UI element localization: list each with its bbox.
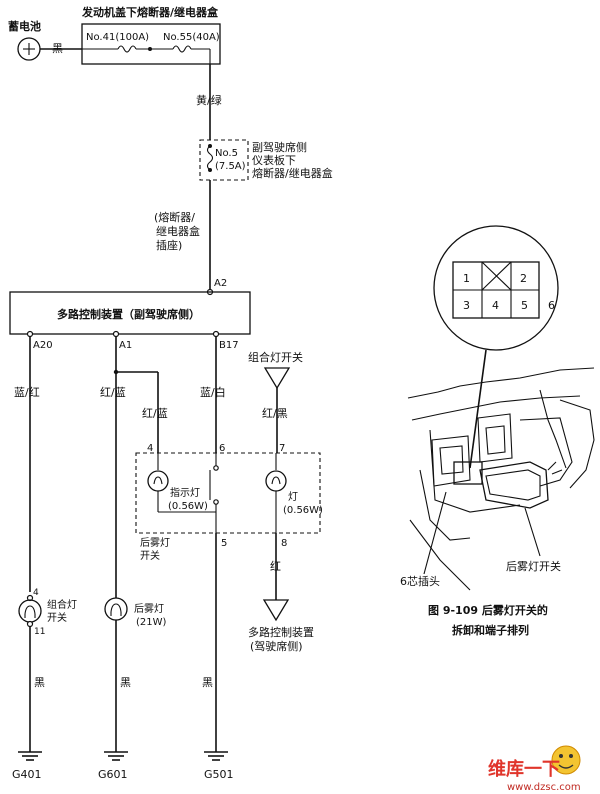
pin-a1: A1 — [119, 340, 132, 351]
pin-3: 3 — [463, 299, 470, 312]
dashboard-illustration — [407, 367, 595, 591]
fuse55-symbol — [172, 45, 192, 53]
rear-fog-switch-l2: 开关 — [140, 549, 160, 562]
combo-pin4: 4 — [33, 588, 39, 598]
wire-red-blue-2: 红/蓝 — [142, 407, 168, 420]
combo-switch-lamp-symbol — [18, 599, 42, 623]
fuse5-no: No.5 — [215, 148, 238, 159]
rear-fog-switch-box — [135, 452, 321, 534]
pin-1: 1 — [463, 272, 470, 285]
engine-fuse-box — [81, 23, 221, 65]
ground-g501 — [204, 751, 228, 761]
term8: 8 — [281, 538, 287, 549]
wire-black-2: 黑 — [120, 676, 131, 689]
connector-detail-circle — [433, 225, 559, 351]
combo-pin11: 11 — [34, 627, 45, 637]
indicator-l1: 指示灯 — [170, 486, 200, 499]
rear-fog-lamp-l1: 后雾灯 — [134, 603, 164, 615]
fuse55-label: No.55(40A) — [163, 32, 220, 43]
rear-fog-switch-l1: 后雾灯 — [140, 537, 170, 549]
pin-b17: B17 — [219, 340, 239, 351]
passenger-fuse-box — [199, 139, 249, 181]
pin-4: 4 — [492, 299, 499, 312]
plug-label: 6芯插头 — [400, 574, 440, 588]
passenger-box-l1: 副驾驶席侧 — [252, 140, 307, 154]
combo-switch-top: 组合灯开关 — [248, 350, 303, 364]
socket-l3: 插座) — [156, 238, 182, 252]
passenger-box-l3: 熔断器/继电器盒 — [252, 166, 333, 180]
switch-lamp-symbol — [265, 470, 287, 492]
caption-l2: 拆卸和端子排列 — [452, 623, 529, 637]
fuse41-symbol — [117, 45, 137, 53]
driver-mcu-arrow — [262, 599, 290, 622]
wire-black-1: 黑 — [34, 676, 45, 689]
pin-a2: A2 — [214, 278, 227, 289]
wire-red-blue-1: 红/蓝 — [100, 386, 126, 399]
caption-l1: 图 9-109 后雾灯开关的 — [428, 603, 548, 617]
watermark-url: www.dzsc.com — [507, 782, 581, 793]
battery-label: 蓄电池 — [8, 19, 41, 33]
connector-pointer — [469, 349, 487, 469]
watermark-cn: 维库一下 — [488, 758, 560, 780]
indicator-lamp-symbol — [147, 470, 169, 492]
combo-switch-arrow — [263, 367, 291, 390]
pin-6: 6 — [548, 299, 555, 312]
g401-label: G401 — [12, 768, 42, 781]
fuse41-label: No.41(100A) — [86, 32, 149, 43]
fuse5-amp: (7.5A) — [215, 161, 246, 172]
socket-l1: (熔断器/ — [154, 210, 195, 224]
six-pin-connector: 1 2 3 4 5 6 — [452, 261, 555, 319]
wire-blue-white: 蓝/白 — [200, 385, 226, 399]
watermark-logo: 维库一下 www.dzsc.com — [488, 745, 581, 793]
multiplex-control-unit — [9, 291, 251, 335]
term7: 7 — [279, 443, 285, 454]
pin-a20: A20 — [33, 340, 53, 351]
term6: 6 — [219, 443, 225, 454]
combo-switch-l1: 组合灯 — [47, 598, 77, 611]
lamp-l2: (0.56W) — [283, 505, 323, 516]
term4: 4 — [147, 443, 153, 454]
wire-yellow-green: 黄/绿 — [196, 93, 222, 107]
rear-fog-lamp-symbol — [104, 597, 128, 621]
wire-black-battery: 黑 — [52, 42, 63, 55]
driver-mcu-l1: 多路控制装置 — [248, 625, 314, 639]
ground-g601 — [104, 751, 128, 761]
wire-blue-red: 蓝/红 — [14, 386, 40, 399]
lamp-l1: 灯 — [288, 491, 298, 503]
indicator-l2: (0.56W) — [168, 501, 208, 512]
engine-fuse-box-label: 发动机盖下熔断器/继电器盒 — [81, 5, 219, 19]
wire-red-black: 红/黑 — [262, 407, 288, 420]
combo-switch-l2: 开关 — [47, 611, 67, 624]
wire-black-3: 黑 — [202, 676, 213, 689]
rear-fog-switch-label: 后雾灯开关 — [506, 559, 561, 573]
term5: 5 — [221, 538, 227, 549]
rear-fog-lamp-l2: (21W) — [136, 617, 167, 628]
ground-g401 — [18, 751, 42, 761]
driver-mcu-l2: (驾驶席侧) — [250, 639, 303, 653]
g501-label: G501 — [204, 768, 234, 781]
pin-2: 2 — [520, 272, 527, 285]
socket-l2: 继电器盒 — [156, 224, 200, 238]
mcu-label: 多路控制装置（副驾驶席侧） — [57, 307, 200, 321]
passenger-box-l2: 仪表板下 — [252, 153, 296, 167]
wire-red: 红 — [270, 560, 281, 573]
fuse5-symbol — [206, 145, 214, 171]
pin-5: 5 — [521, 299, 528, 312]
g601-label: G601 — [98, 768, 128, 781]
